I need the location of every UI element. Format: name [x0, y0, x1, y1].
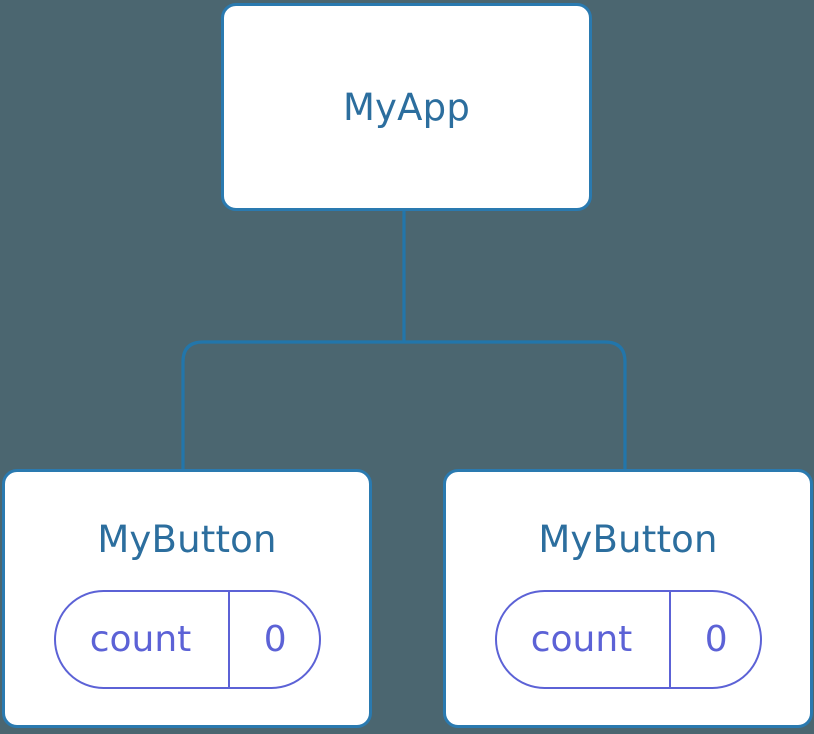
tree-node-child-0[interactable]: MyButton count 0 — [2, 469, 372, 728]
state-key-label: count — [89, 618, 192, 660]
root-node-label: MyApp — [342, 85, 471, 129]
state-key-label: count — [530, 618, 633, 660]
state-capsule-content: count 0 — [495, 590, 762, 689]
state-value-label: 0 — [263, 618, 287, 660]
state-capsule-content: count 0 — [54, 590, 321, 689]
tree-node-root[interactable]: MyApp — [221, 3, 592, 211]
state-capsule-divider — [668, 590, 671, 689]
state-capsule[interactable]: count 0 — [494, 590, 762, 689]
connector-branch-left — [181, 340, 404, 471]
connector-branch-right — [404, 340, 627, 471]
state-value-label: 0 — [704, 618, 728, 660]
child-node-label: MyButton — [97, 518, 277, 561]
tree-node-child-1[interactable]: MyButton count 0 — [443, 469, 813, 728]
state-capsule[interactable]: count 0 — [53, 590, 321, 689]
child-node-label: MyButton — [538, 518, 718, 561]
state-capsule-divider — [227, 590, 230, 689]
state-capsule-outline — [494, 590, 762, 689]
state-capsule-outline — [53, 590, 321, 689]
